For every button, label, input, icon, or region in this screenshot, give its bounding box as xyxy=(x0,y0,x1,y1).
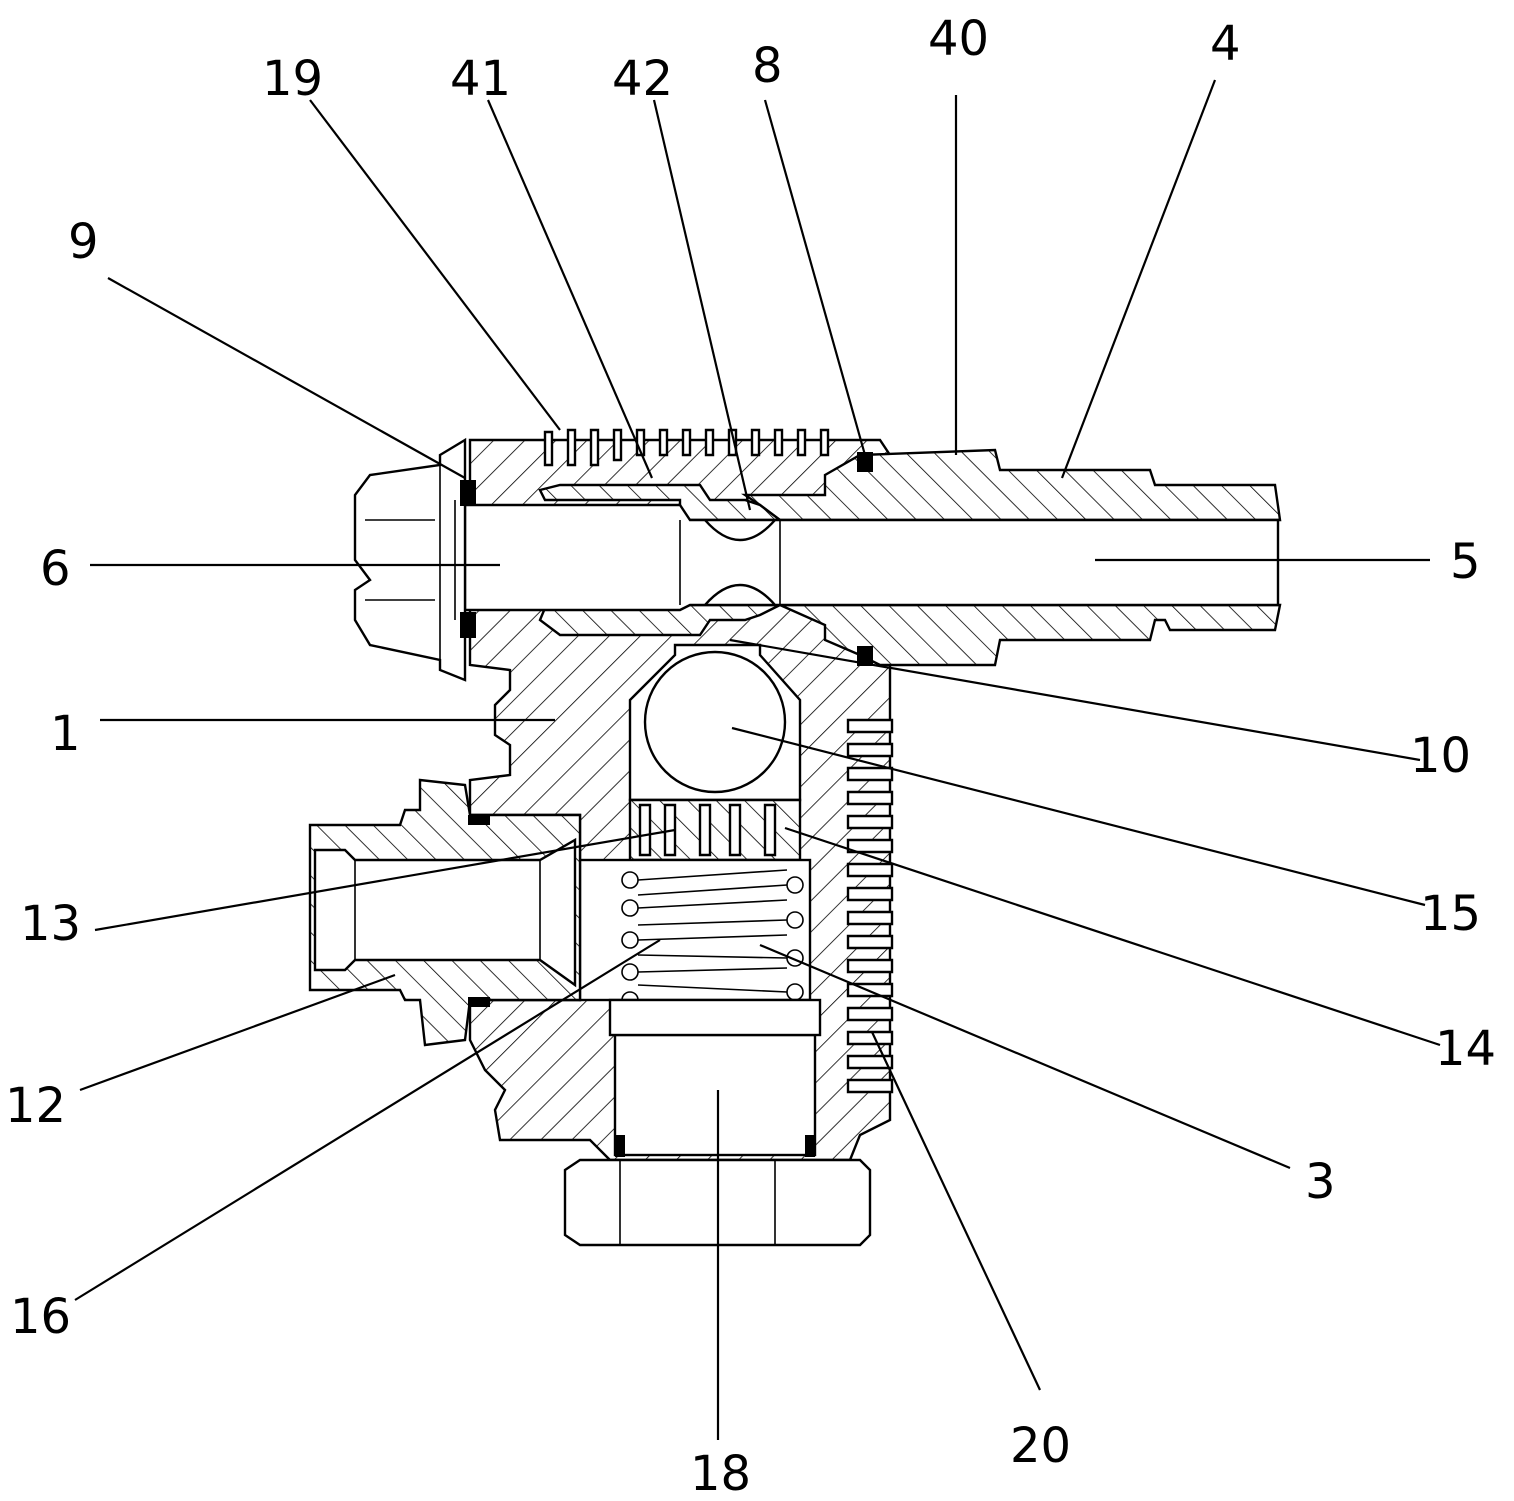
seal-8 xyxy=(857,452,873,472)
label-12: 12 xyxy=(5,1078,66,1134)
plug-seal-left xyxy=(615,1135,625,1157)
seal-9-top xyxy=(460,480,476,506)
label-15: 15 xyxy=(1420,886,1481,942)
label-5: 5 xyxy=(1450,534,1481,590)
leader-lines xyxy=(74,79,1441,1440)
label-40: 40 xyxy=(928,11,989,67)
label-1: 1 xyxy=(50,706,81,762)
label-19: 19 xyxy=(262,51,323,107)
label-42: 42 xyxy=(612,51,673,107)
label-6: 6 xyxy=(40,541,71,597)
outlet-tube-lower xyxy=(779,603,1282,667)
reference-numerals: 9 19 41 42 8 40 4 5 6 10 1 15 13 14 3 12… xyxy=(5,11,1496,1501)
main-bore xyxy=(463,503,1280,612)
label-41: 41 xyxy=(450,51,511,107)
inlet-seal-bottom xyxy=(468,997,490,1007)
top-fins xyxy=(543,428,830,467)
hex-bolt-head xyxy=(353,437,467,682)
label-20: 20 xyxy=(1010,1418,1071,1474)
ball xyxy=(643,650,787,794)
inlet-bore xyxy=(313,837,577,988)
seal-9-bottom xyxy=(460,612,476,638)
side-fins xyxy=(846,718,894,1094)
label-18: 18 xyxy=(690,1446,751,1501)
label-10: 10 xyxy=(1410,728,1471,784)
orifice xyxy=(704,519,776,606)
label-9: 9 xyxy=(68,214,99,270)
inlet-seal-top xyxy=(468,815,490,825)
label-16: 16 xyxy=(10,1289,71,1345)
label-13: 13 xyxy=(20,896,81,952)
seal-10 xyxy=(857,646,873,666)
plug-body xyxy=(613,1033,817,1157)
spring-chamber xyxy=(578,858,812,1002)
label-14: 14 xyxy=(1435,1021,1496,1077)
label-3: 3 xyxy=(1305,1154,1336,1210)
inner-sleeve xyxy=(538,483,784,522)
outlet-tube xyxy=(741,448,1282,522)
label-8: 8 xyxy=(752,38,783,94)
plug-seal-right xyxy=(805,1135,815,1157)
label-4: 4 xyxy=(1210,16,1241,72)
